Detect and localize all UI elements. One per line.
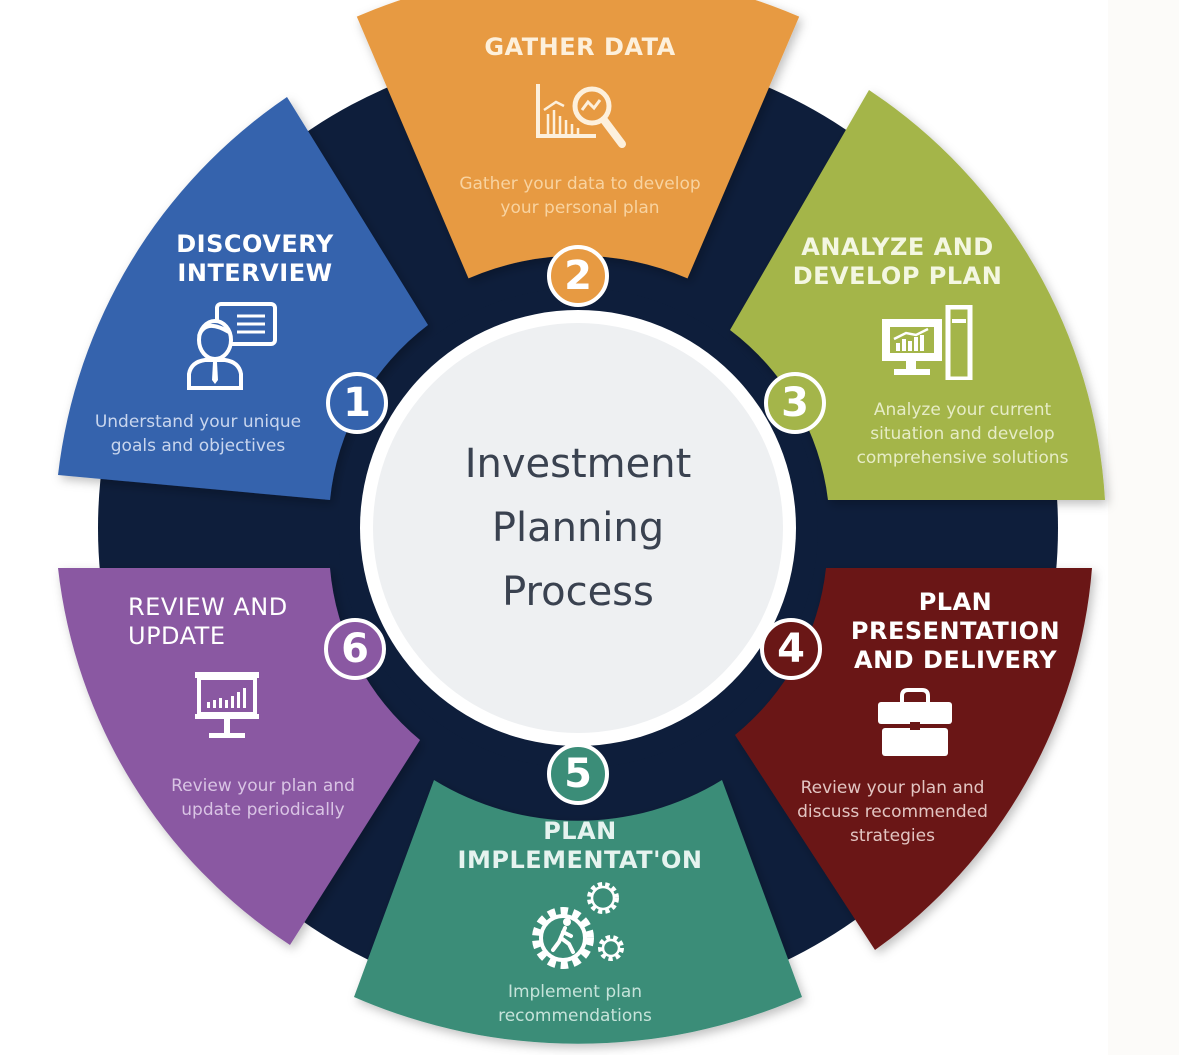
step-badge-4: 4 [760,618,822,680]
step-badge-2: 2 [547,245,609,307]
desc-line: Review your plan and [800,778,985,798]
title-line: INTERVIEW [177,259,333,287]
title-line: PLAN [918,588,993,616]
background-strip [1108,0,1179,1055]
step-2-title: GATHER DATA [440,33,720,62]
computer-chart-icon [882,305,973,380]
presentation-board-icon [195,672,259,738]
title-line: GATHER DATA [484,33,676,61]
segment-presentation [735,568,1092,950]
desc-line: strategies [850,826,935,846]
desc-line: Review your plan and [171,776,355,796]
center-circle [373,323,783,733]
step-badge-5: 5 [547,743,609,805]
title-line: PLAN [543,817,617,845]
step-badge-3: 3 [764,372,826,434]
step-badge-6: 6 [324,618,386,680]
title-line: AND DELIVERY [854,646,1057,674]
briefcase-icon [878,688,952,756]
desc-line: recommendations [498,1006,652,1026]
step-4-description: Review your plan and discuss recommended… [770,776,1015,848]
center-title-line: Investment [464,441,692,487]
gears-runner-icon [532,882,624,969]
step-3-title: ANALYZE AND DEVELOP PLAN [780,233,1015,291]
step-4-title: PLAN PRESENTATION AND DELIVERY [838,588,1073,675]
step-6-description: Review your plan and update periodically [148,774,378,822]
step-6-title: REVIEW AND UPDATE [128,593,328,651]
step-1-title: DISCOVERY INTERVIEW [150,230,360,288]
chart-magnifier-icon [536,84,626,148]
desc-line: Understand your unique [94,412,302,432]
step-5-title: PLAN IMPLEMENTAT'ON [430,817,730,875]
center-title-line: Process [502,569,654,615]
step-2-description: Gather your data to develop your persona… [430,172,730,220]
title-line: IMPLEMENTAT'ON [457,846,703,874]
center-title: Investment Planning Process [400,432,756,624]
center-title-line: Planning [491,505,665,551]
title-line: PRESENTATION [850,617,1061,645]
desc-line: update periodically [181,800,345,820]
title-line: REVIEW AND [128,593,288,621]
step-badge-1: 1 [326,372,388,434]
title-line: DISCOVERY [176,230,334,258]
title-line: DEVELOP PLAN [792,262,1003,290]
desc-line: Gather your data to develop [459,174,701,194]
step-1-description: Understand your unique goals and objecti… [78,410,318,458]
desc-line: Implement plan [507,982,643,1002]
title-line: ANALYZE AND [801,233,994,261]
title-line: UPDATE [128,622,226,650]
desc-line: goals and objectives [110,436,286,456]
segment-gather-data [356,0,800,279]
desc-line: Analyze your current [873,400,1052,420]
desc-line: discuss recommended [797,802,988,822]
desc-line: your personal plan [500,198,660,218]
desc-line: situation and develop [870,424,1055,444]
step-5-description: Implement plan recommendations [450,980,700,1028]
person-presentation-icon [187,302,277,390]
desc-line: comprehensive solutions [856,448,1069,468]
step-3-description: Analyze your current situation and devel… [835,398,1090,470]
